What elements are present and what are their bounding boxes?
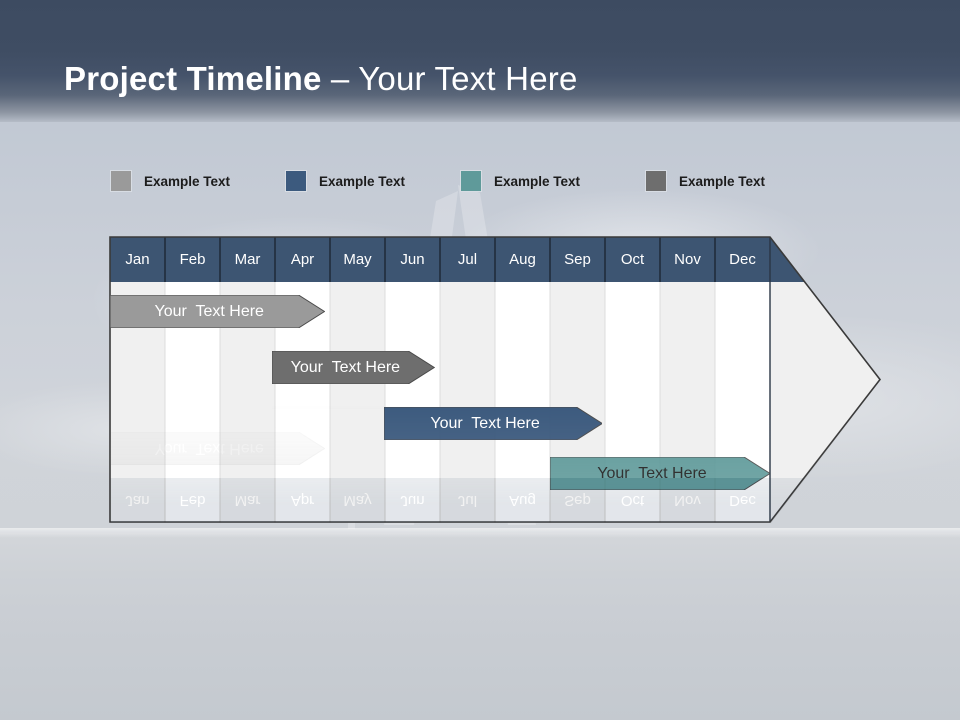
title-light-part: Your Text Here <box>358 60 578 97</box>
timeline-bar-arrow-shape <box>550 457 770 490</box>
legend-item-1[interactable]: Example Text <box>110 168 230 194</box>
legend-item-4[interactable]: Example Text <box>645 168 765 194</box>
legend-swatch-icon <box>645 170 667 192</box>
legend-label: Example Text <box>144 173 231 189</box>
timeline-bar-arrow-shape <box>383 407 603 440</box>
legend: Example Text Example Text Example Text Exam… <box>110 168 810 194</box>
timeline-bar-label: Your Text Here <box>290 358 401 376</box>
timeline-bar-label: Your Text Here <box>154 302 264 320</box>
month-header-mar[interactable]: Mar <box>234 251 261 268</box>
month-header-may[interactable]: May <box>343 251 372 268</box>
legend-item-2[interactable]: Example Text <box>285 168 405 194</box>
month-header-nov[interactable]: Nov <box>674 251 701 268</box>
month-header-jan[interactable]: Jan <box>125 251 150 268</box>
timeline-bar-label: Your Text Here <box>430 414 540 432</box>
month-header-jun[interactable]: Jun <box>400 251 425 268</box>
month-header-apr[interactable]: Apr <box>290 251 315 268</box>
month-header-sep[interactable]: Sep <box>564 251 591 268</box>
month-header-oct[interactable]: Oct <box>620 251 645 268</box>
month-header-dec[interactable]: Dec <box>729 251 756 268</box>
timeline-bar-1[interactable]: Your Text Here <box>110 295 325 328</box>
legend-label: Example Text <box>494 173 581 189</box>
legend-label: Example Text <box>319 173 406 189</box>
legend-swatch-icon <box>460 170 482 192</box>
timeline-bar-4[interactable]: Your Text Here <box>550 457 770 490</box>
month-header-aug[interactable]: Aug <box>509 251 536 268</box>
legend-label: Example Text <box>679 173 766 189</box>
title-band <box>0 0 960 122</box>
timeline-bar-arrow-shape <box>110 295 325 328</box>
timeline-bar-3[interactable]: Your Text Here <box>383 407 603 440</box>
month-header-jul[interactable]: Jul <box>457 251 478 268</box>
timeline-bar-label: Your Text Here <box>597 464 707 482</box>
legend-swatch-icon <box>110 170 132 192</box>
legend-swatch-icon <box>285 170 307 192</box>
title-bold-part: Project Timeline <box>64 60 322 97</box>
legend-item-3[interactable]: Example Text <box>460 168 580 194</box>
background-horizon-glow <box>0 528 960 538</box>
month-header-feb[interactable]: Feb <box>179 251 206 268</box>
timeline-bar-2[interactable]: Your Text Here <box>272 351 435 384</box>
timeline-bar-arrow-shape <box>272 351 435 384</box>
title-separator: – <box>321 60 359 97</box>
page-title: Project Timeline – Your Text Here <box>64 60 578 98</box>
background-ground-reflection <box>0 533 960 720</box>
